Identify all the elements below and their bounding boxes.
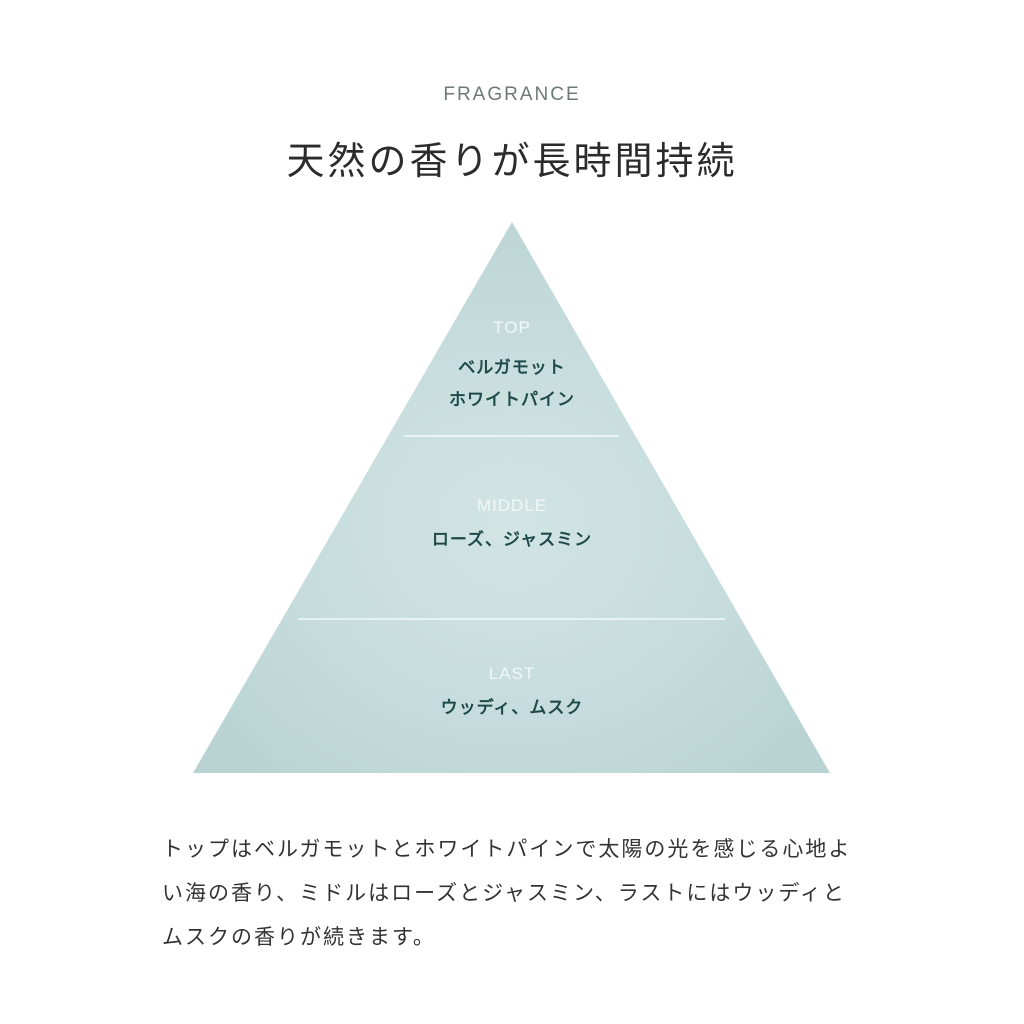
tier-top: TOP ベルガモット ホワイトパイン bbox=[0, 318, 1024, 416]
tier-middle-note: ローズ、ジャスミン bbox=[431, 530, 593, 550]
tier-last-label: LAST bbox=[488, 664, 536, 683]
tier-last: LAST ウッディ、ムスク bbox=[0, 664, 1024, 724]
fragrance-description: トップはベルガモットとホワイトパインで太陽の光を感じる心地よい海の香り、ミドルは… bbox=[162, 837, 852, 949]
tier-last-note: ウッディ、ムスク bbox=[440, 698, 584, 718]
tier-top-note-2: ホワイトパイン bbox=[449, 390, 575, 410]
tier-middle-label: MIDDLE bbox=[476, 496, 548, 515]
section-title: 天然の香りが長時間持続 bbox=[286, 139, 738, 183]
section-eyebrow: FRAGRANCE bbox=[443, 84, 581, 105]
tier-middle: MIDDLE ローズ、ジャスミン bbox=[0, 496, 1024, 556]
pyramid-shape bbox=[193, 222, 830, 773]
tier-top-label: TOP bbox=[493, 318, 531, 337]
tier-top-note-1: ベルガモット bbox=[458, 358, 566, 378]
